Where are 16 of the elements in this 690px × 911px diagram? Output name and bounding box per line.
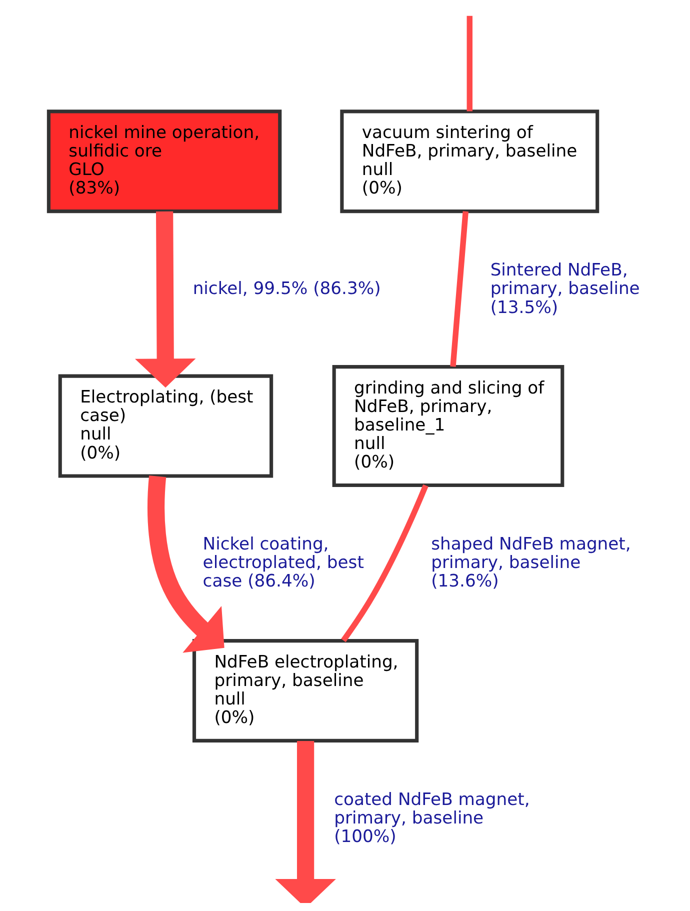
arrow <box>147 475 224 652</box>
connector <box>466 15 472 111</box>
edge-label: Nickel coating, electroplated, best case (86.4%) <box>202 534 364 592</box>
arrow <box>274 740 336 902</box>
edge-label: nickel, 99.5% (86.3%) <box>192 278 380 299</box>
edge-label: shaped NdFeB magnet, primary, baseline (13.6%) <box>430 534 630 592</box>
arrow <box>134 210 196 388</box>
node-box: vacuum sintering of NdFeB, primary, baseline null (0%) <box>340 109 599 213</box>
connector <box>450 210 468 366</box>
edge-label: Sintered NdFeB, primary, baseline (13.5%) <box>490 260 640 318</box>
node-box: nickel mine operation, sulfidic ore GLO (83%) <box>46 109 282 213</box>
connector <box>340 484 428 642</box>
edge-label: coated NdFeB magnet, primary, baseline (100%) <box>334 790 530 847</box>
node-box: NdFeB electroplating, primary, baseline null (0%) <box>192 638 418 742</box>
node-box: grinding and slicing of NdFeB, primary, baseline_1 null (0%) <box>332 364 564 487</box>
node-box: Electroplating, (best case) null (0%) <box>58 374 273 478</box>
